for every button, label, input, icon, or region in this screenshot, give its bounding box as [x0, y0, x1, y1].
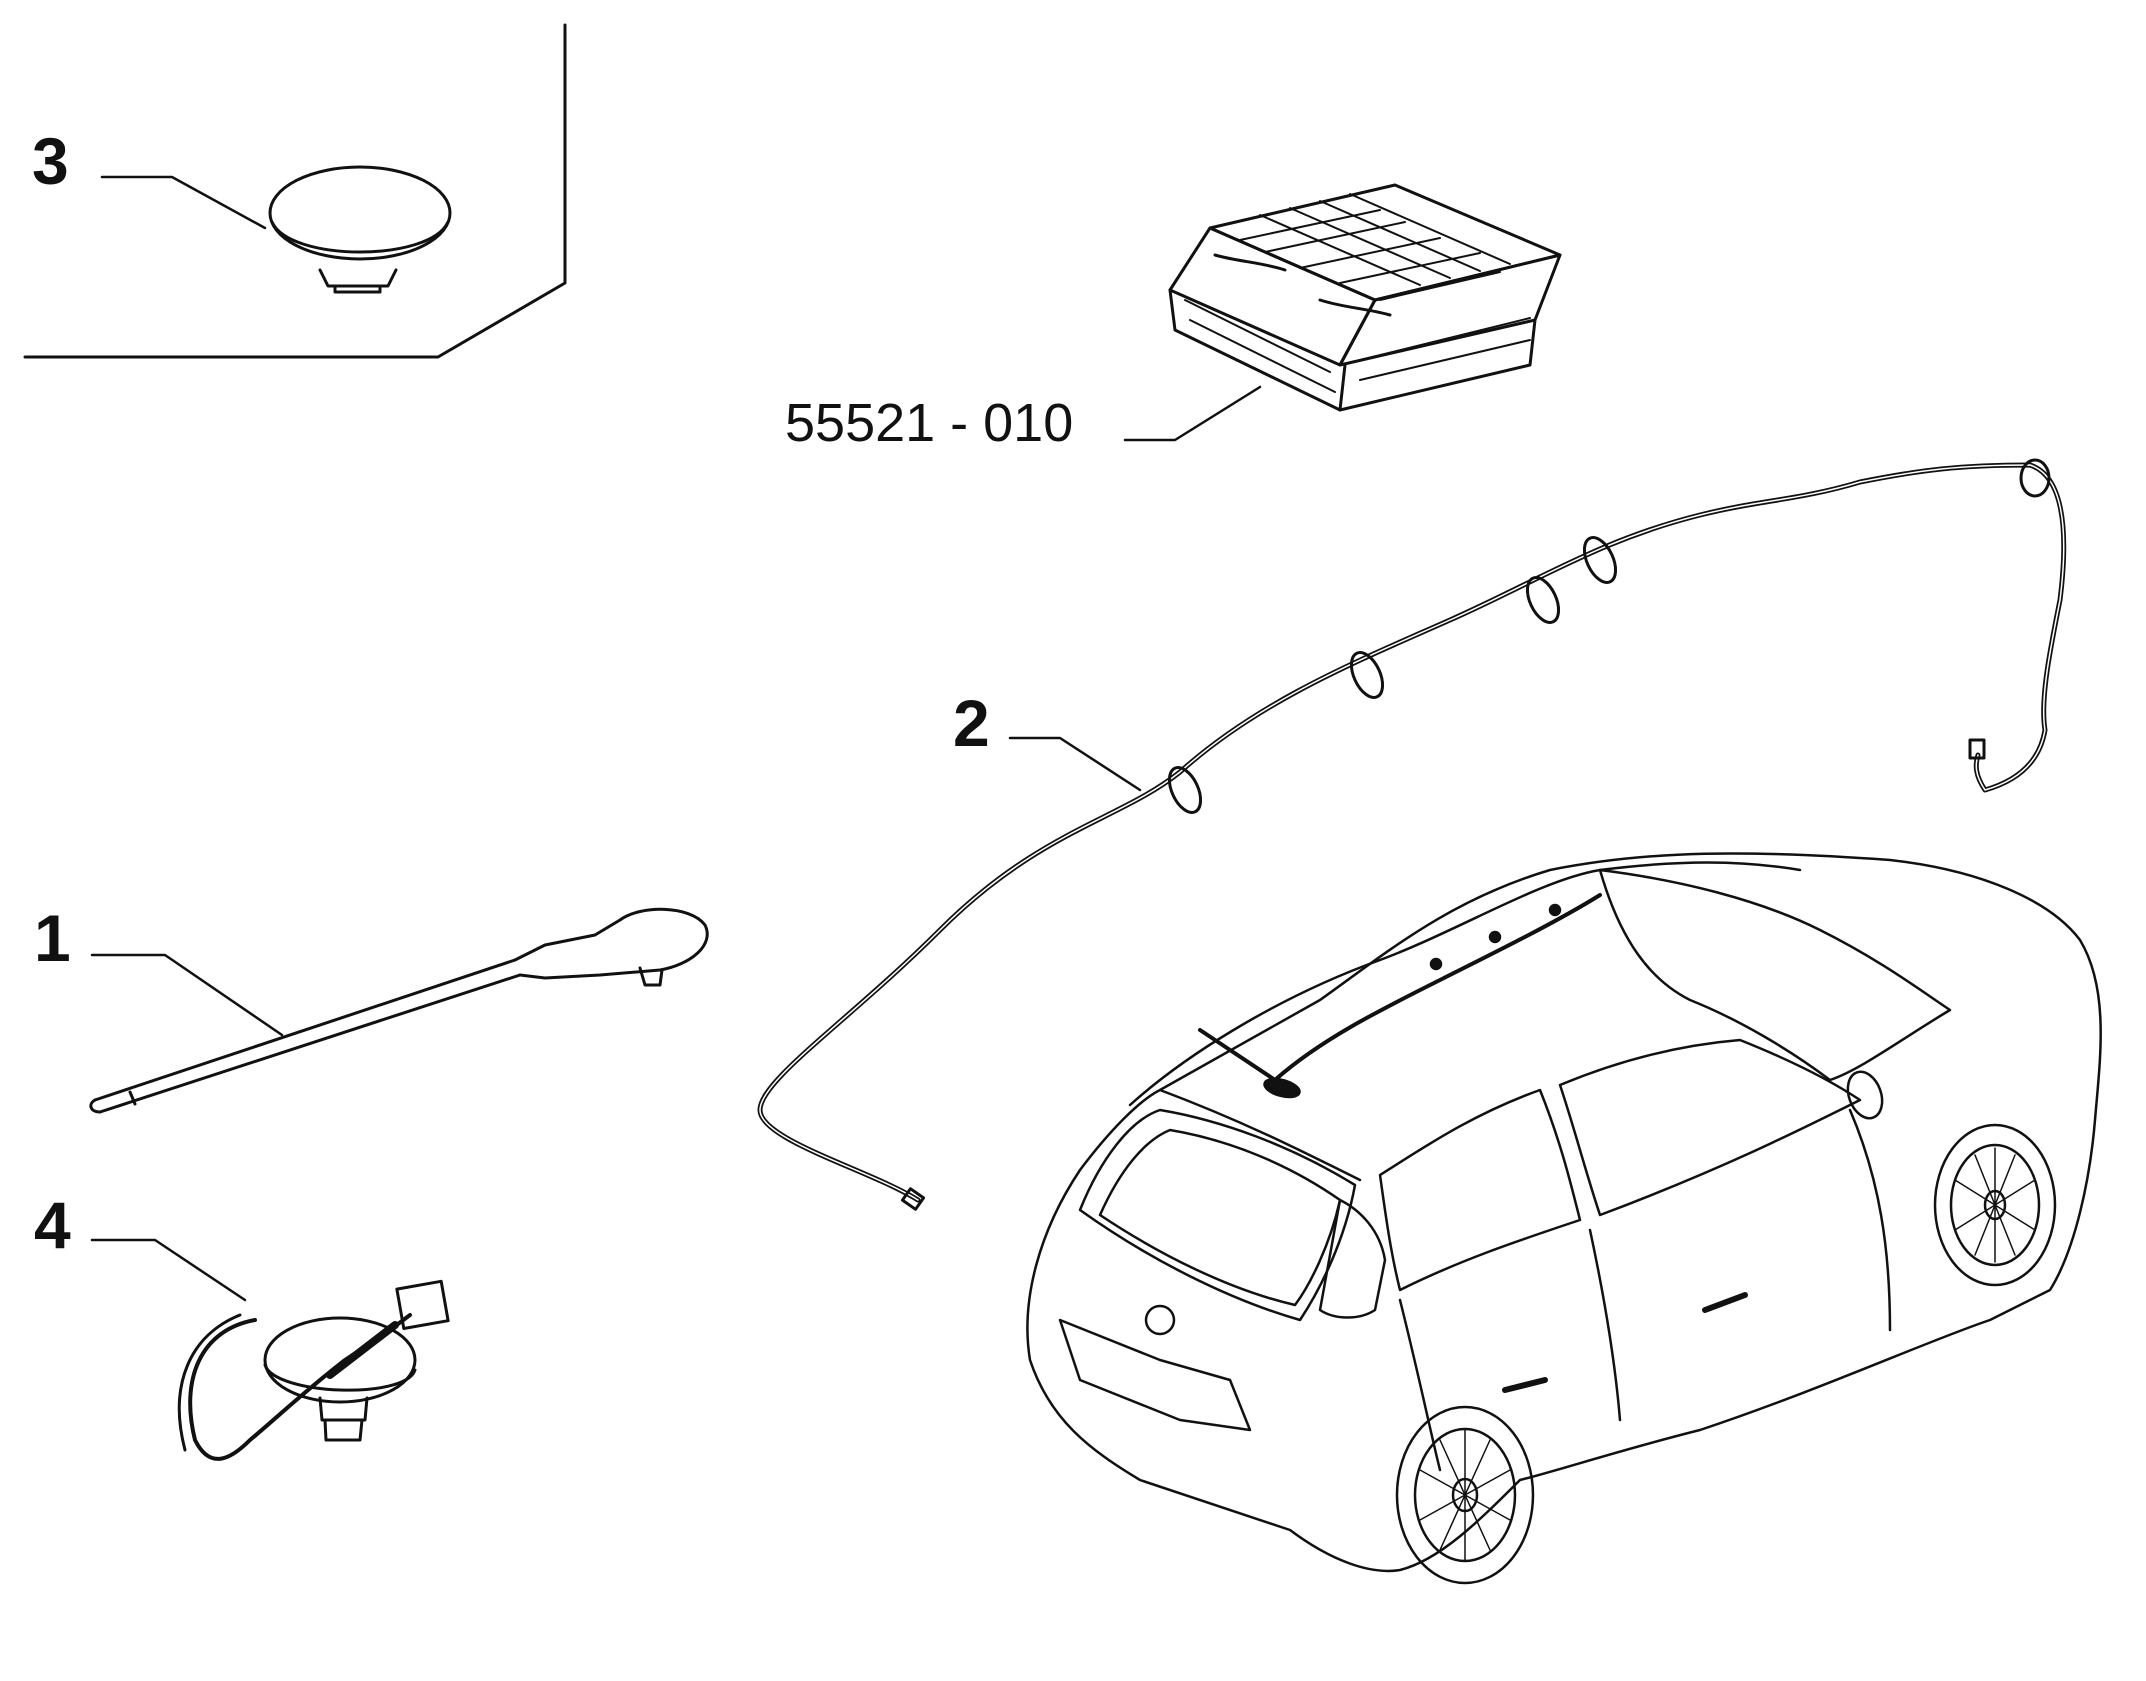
callout-4: 4	[34, 1188, 71, 1262]
car-illustration	[1026, 852, 2102, 1585]
leader-2	[1008, 736, 1142, 792]
leader-3	[100, 175, 267, 230]
callout-1: 1	[34, 901, 71, 975]
part-4-antenna-base	[177, 1279, 450, 1461]
part-2-cable	[757, 458, 2067, 1211]
inset-border	[23, 23, 567, 359]
leader-4	[90, 1238, 247, 1302]
part-1-antenna-mast	[89, 907, 709, 1114]
part-3-cap	[268, 165, 452, 294]
leader-module	[1123, 385, 1262, 442]
control-module	[1168, 183, 1562, 412]
leader-1	[90, 953, 284, 1037]
callout-2: 2	[953, 686, 990, 760]
part-number-label: 55521 - 010	[785, 393, 1074, 453]
callout-3: 3	[32, 124, 69, 198]
